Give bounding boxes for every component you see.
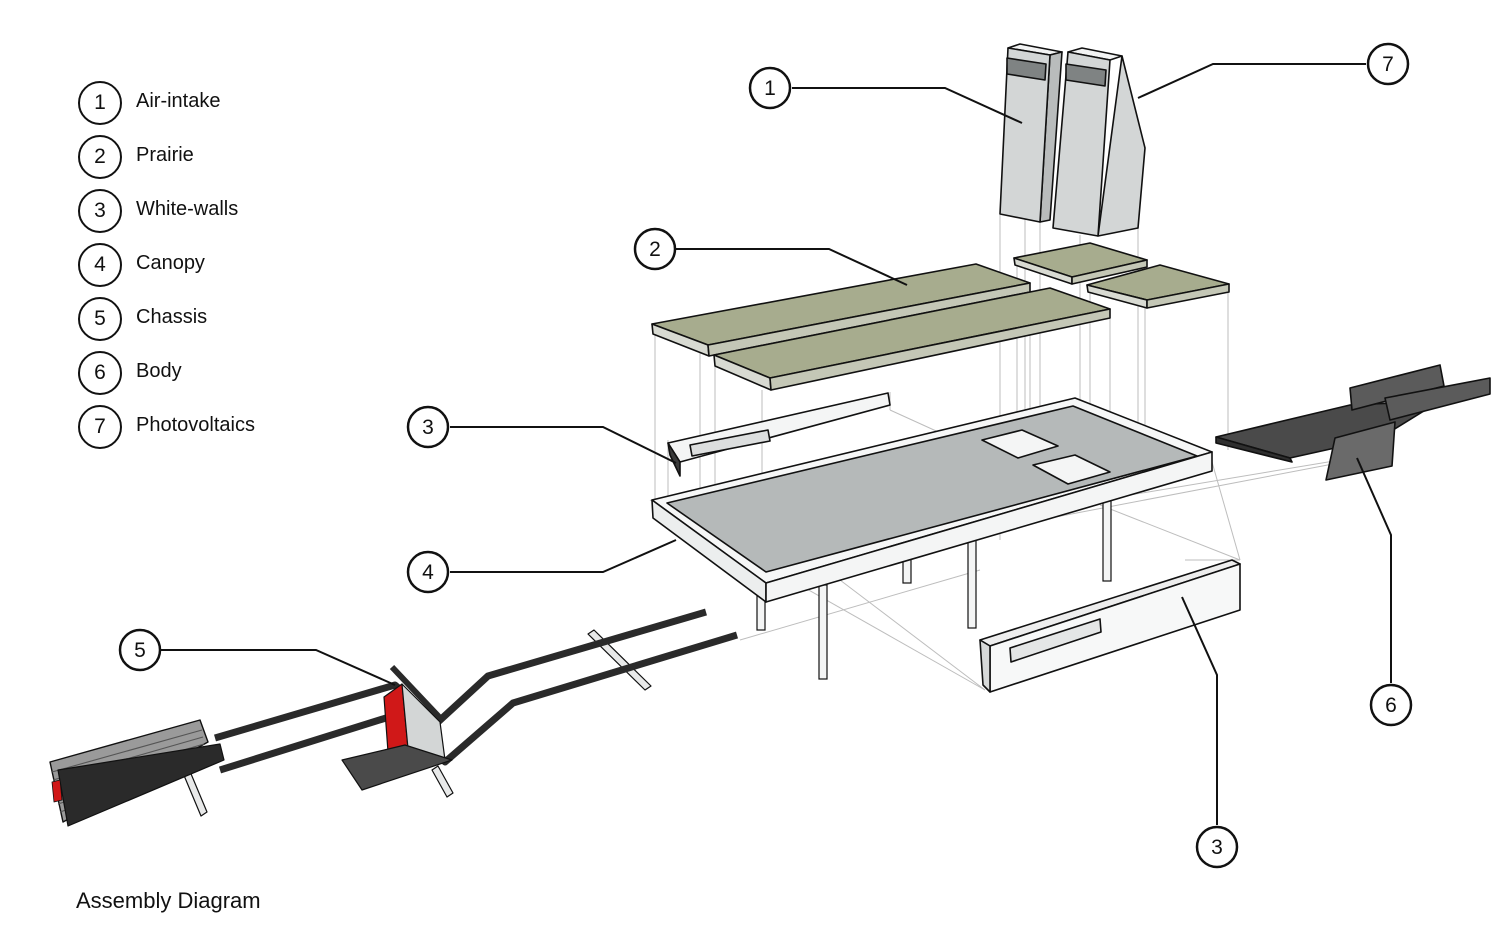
callout-number: 3 (422, 416, 434, 439)
callout-number: 5 (134, 639, 146, 662)
legend-item-photovoltaics: 7 Photovoltaics (78, 405, 378, 459)
white-wall-front (979, 559, 1241, 693)
legend-number: 4 (78, 243, 122, 287)
legend-label: Prairie (136, 144, 194, 166)
callout-number: 7 (1382, 53, 1394, 76)
legend-number: 2 (78, 135, 122, 179)
legend-number: 1 (78, 81, 122, 125)
canopy-tray (651, 397, 1213, 603)
legend-label: Chassis (136, 306, 208, 328)
legend-number: 5 (78, 297, 122, 341)
legend-item-air-intake: 1 Air-intake (78, 81, 378, 135)
legend-item-body: 6 Body (78, 351, 378, 405)
callout-number: 6 (1385, 694, 1397, 717)
legend-number: 7 (78, 405, 122, 449)
legend-number: 6 (78, 351, 122, 395)
prairie-panels (651, 242, 1230, 391)
legend-number: 3 (78, 189, 122, 233)
legend-label: Canopy (136, 252, 205, 274)
callout-3-front-wall: 3 (1195, 825, 1239, 869)
callout-6: 6 (1369, 683, 1413, 727)
callout-2: 2 (633, 227, 677, 271)
legend: 1 Air-intake 2 Prairie 3 White-walls 4 C… (78, 81, 378, 459)
legend-item-chassis: 5 Chassis (78, 297, 378, 351)
callout-number: 2 (649, 238, 661, 261)
callout-5: 5 (118, 628, 162, 672)
air-intake-towers (999, 43, 1146, 237)
callout-1: 1 (748, 66, 792, 110)
callout-number: 3 (1211, 836, 1223, 859)
diagram-caption: Assembly Diagram (76, 888, 261, 913)
body-shell (1215, 364, 1491, 481)
callout-3-left-wall: 3 (406, 405, 450, 449)
callout-leaders (161, 63, 1392, 825)
white-wall-left (667, 392, 891, 477)
callout-number: 1 (764, 77, 776, 100)
legend-label: Body (136, 360, 182, 382)
legend-item-canopy: 4 Canopy (78, 243, 378, 297)
legend-label: Air-intake (136, 90, 221, 112)
legend-label: White-walls (136, 198, 239, 220)
callout-number: 4 (422, 561, 434, 584)
legend-item-white-walls: 3 White-walls (78, 189, 378, 243)
legend-item-prairie: 2 Prairie (78, 135, 378, 189)
callout-7: 7 (1366, 42, 1410, 86)
chassis (49, 608, 739, 827)
legend-label: Photovoltaics (136, 414, 255, 436)
callout-4: 4 (406, 550, 450, 594)
